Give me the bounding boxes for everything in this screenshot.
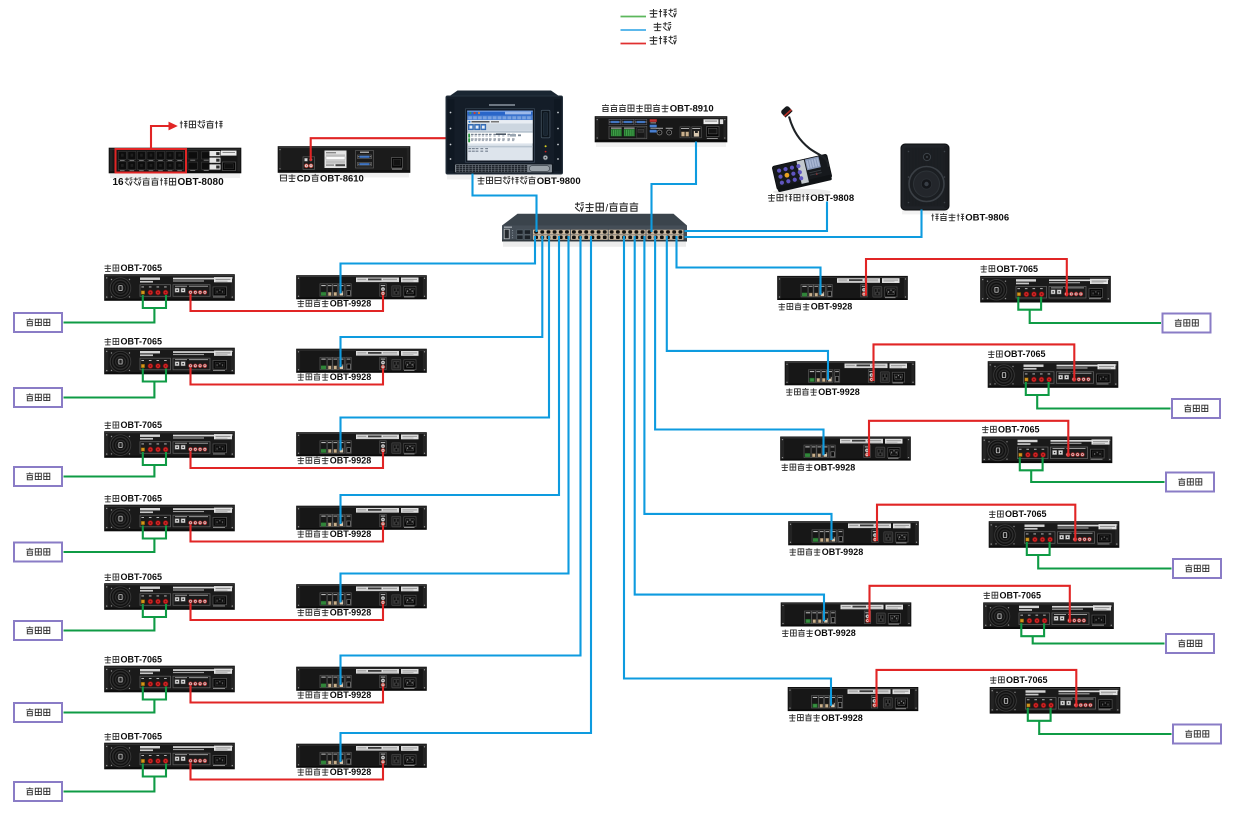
svg-text:OBT-7065: OBT-7065 xyxy=(121,732,163,742)
svg-text:OBT-9928: OBT-9928 xyxy=(330,299,372,309)
svg-text:OBT-9928: OBT-9928 xyxy=(330,456,372,466)
svg-text:OBT-9928: OBT-9928 xyxy=(330,690,372,700)
svg-text:OBT-9808: OBT-9808 xyxy=(810,193,854,204)
svg-text:OBT-9928: OBT-9928 xyxy=(330,529,372,539)
svg-text:OBT-9928: OBT-9928 xyxy=(330,608,372,618)
svg-text:OBT-8910: OBT-8910 xyxy=(670,104,714,115)
svg-text:OBT-9800: OBT-9800 xyxy=(537,176,581,187)
svg-text:OBT-7065: OBT-7065 xyxy=(121,337,163,347)
svg-text:OBT-9928: OBT-9928 xyxy=(814,462,856,472)
svg-text:OBT-7065: OBT-7065 xyxy=(1000,590,1042,600)
svg-text:OBT-7065: OBT-7065 xyxy=(121,494,163,504)
svg-text:16: 16 xyxy=(113,177,125,188)
svg-text:OBT-9928: OBT-9928 xyxy=(822,547,864,557)
svg-text:OBT-7065: OBT-7065 xyxy=(121,420,163,430)
svg-text:OBT-9928: OBT-9928 xyxy=(330,767,372,777)
svg-text:OBT-7065: OBT-7065 xyxy=(1006,675,1048,685)
svg-text:OBT-9928: OBT-9928 xyxy=(811,302,853,312)
svg-text:OBT-7065: OBT-7065 xyxy=(997,264,1039,274)
svg-text:OBT-7065: OBT-7065 xyxy=(121,572,163,582)
svg-text:OBT-8080: OBT-8080 xyxy=(178,177,225,188)
svg-text:OBT-9928: OBT-9928 xyxy=(821,713,863,723)
svg-text:OBT-7065: OBT-7065 xyxy=(998,425,1040,435)
svg-text:OBT-8610: OBT-8610 xyxy=(320,173,364,184)
svg-text:OBT-9806: OBT-9806 xyxy=(965,213,1009,224)
svg-text:OBT-7065: OBT-7065 xyxy=(1004,349,1046,359)
svg-text:OBT-7065: OBT-7065 xyxy=(1005,509,1047,519)
svg-text:CD: CD xyxy=(297,173,311,184)
svg-text:OBT-7065: OBT-7065 xyxy=(121,263,163,273)
svg-text:/: / xyxy=(605,203,608,214)
svg-text:OBT-9928: OBT-9928 xyxy=(330,372,372,382)
svg-text:OBT-9928: OBT-9928 xyxy=(814,628,856,638)
svg-text:OBT-9928: OBT-9928 xyxy=(818,387,860,397)
svg-text:OBT-7065: OBT-7065 xyxy=(121,655,163,665)
